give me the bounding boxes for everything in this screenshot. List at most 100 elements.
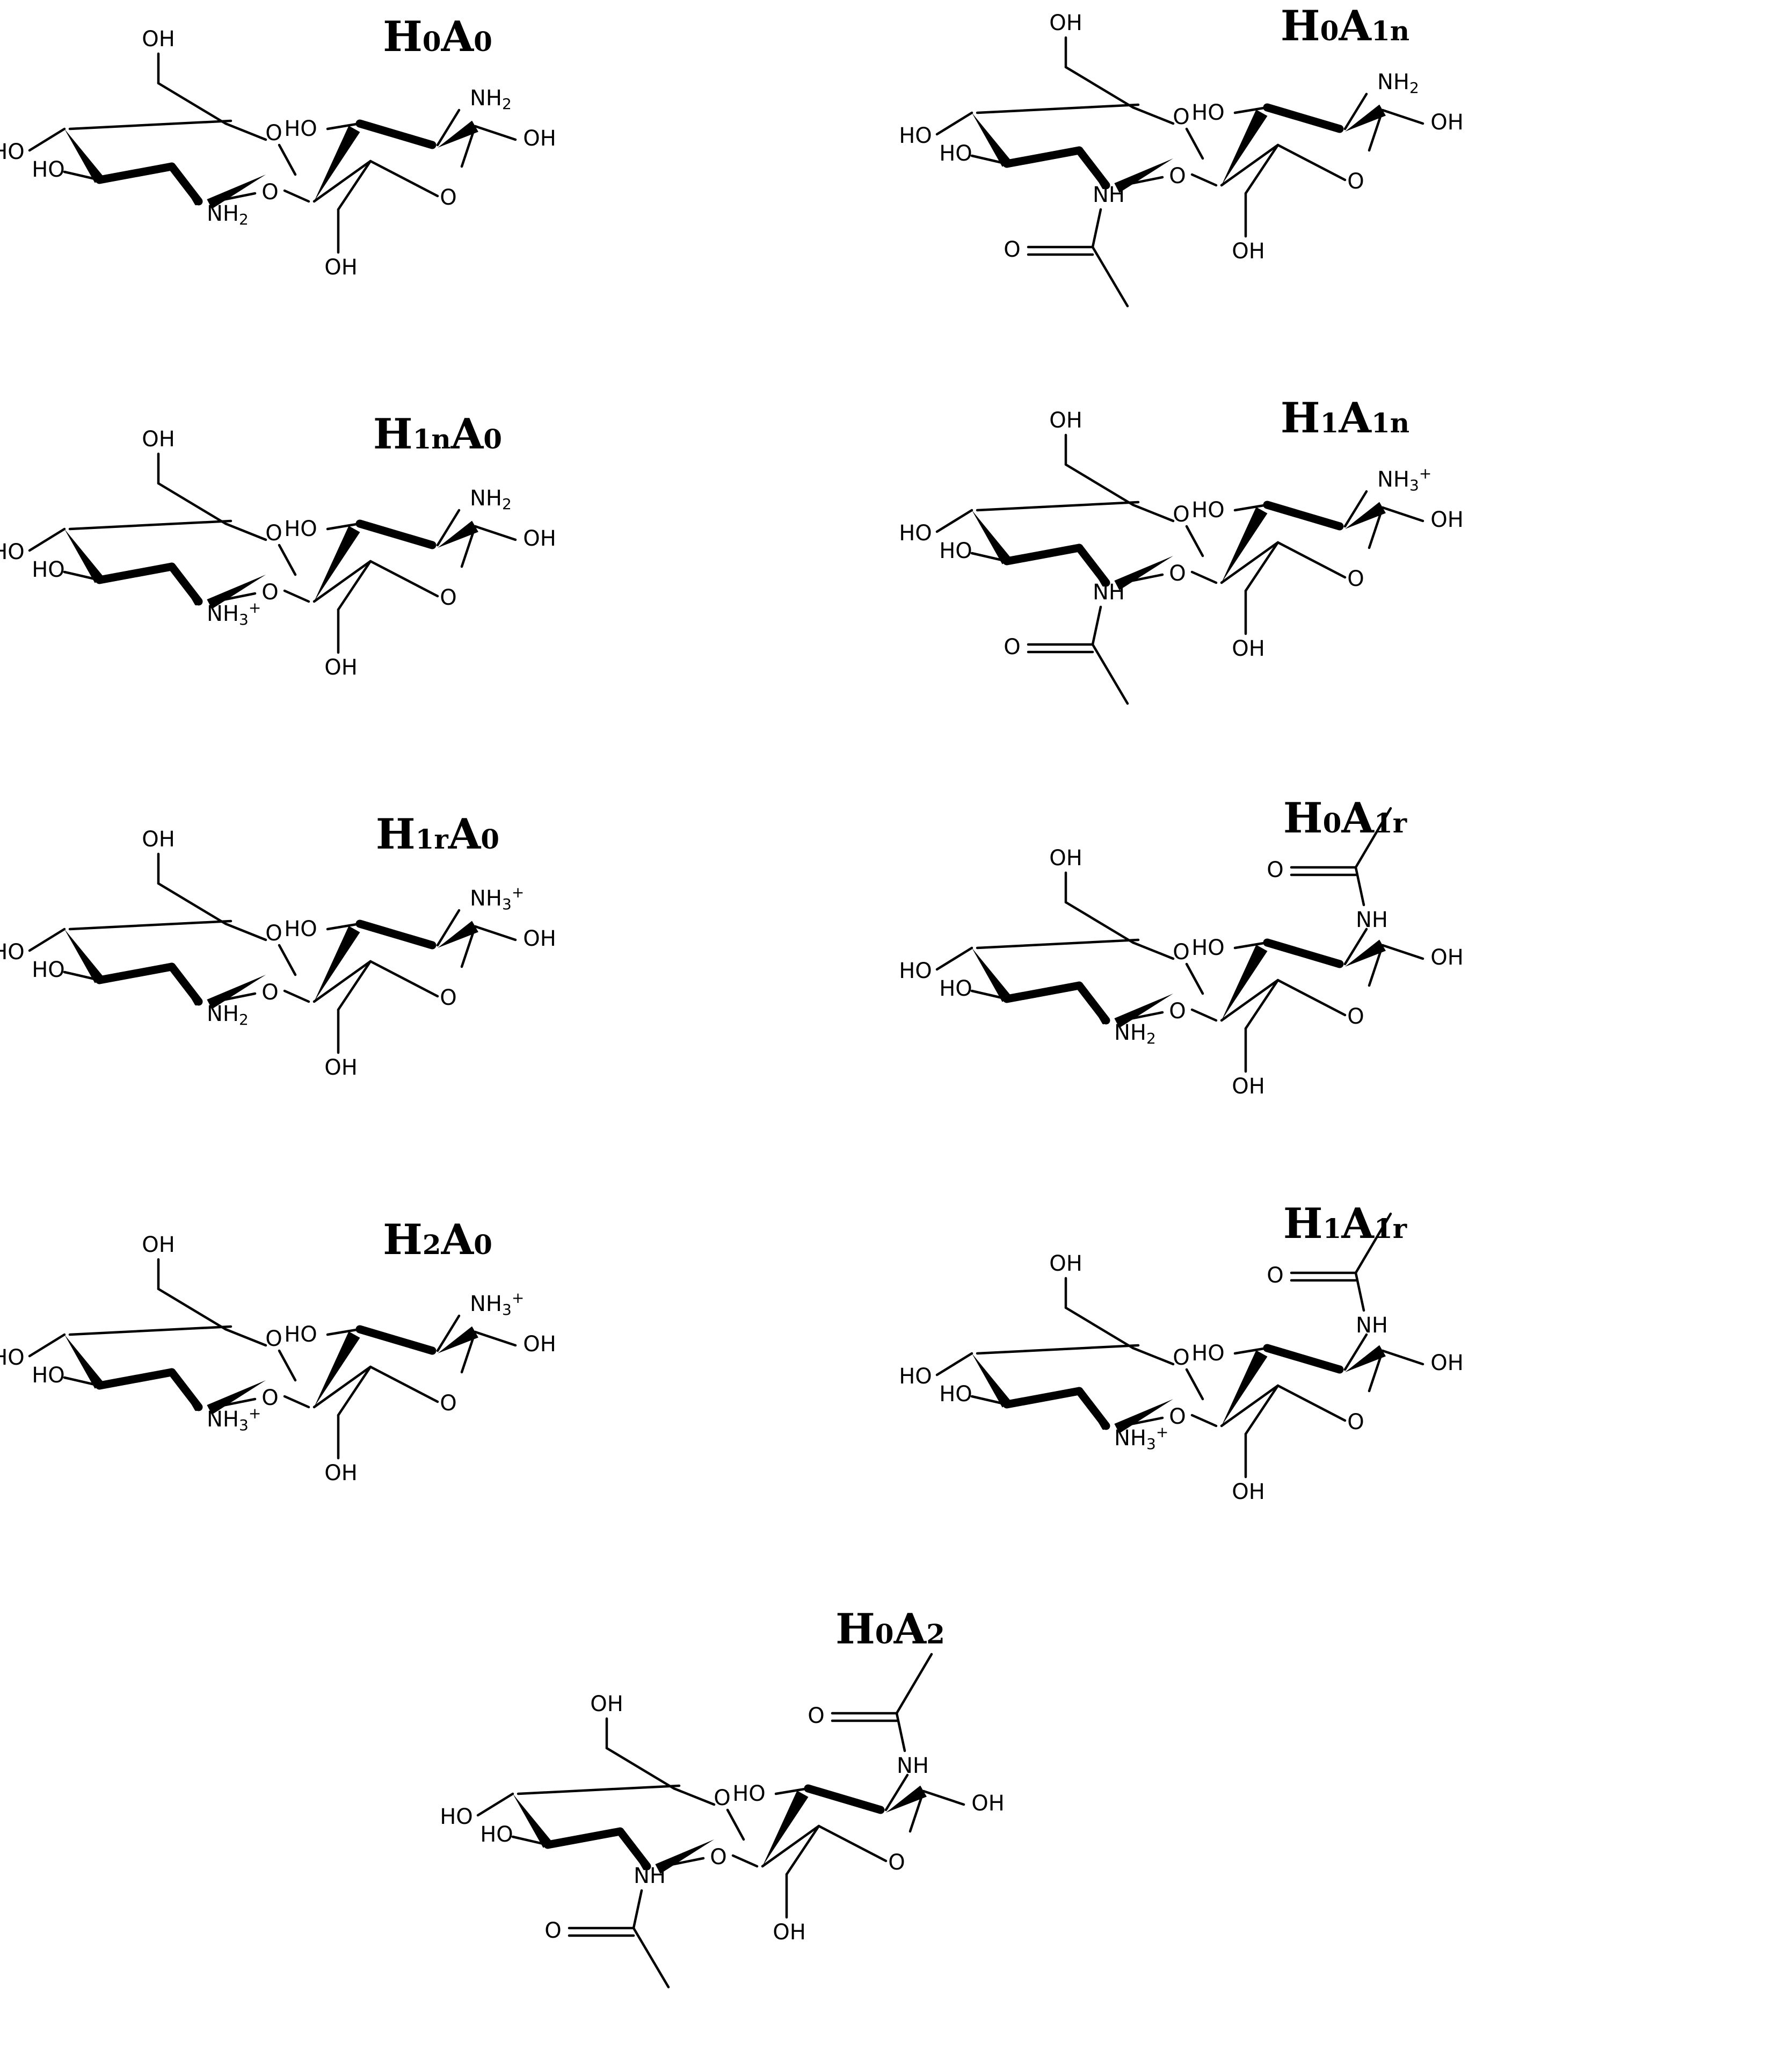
bond-line [970, 552, 1008, 563]
ring-oxygen-label-part: O [1173, 502, 1189, 527]
wedge-bond [314, 926, 360, 1002]
carbonyl-oxygen-label-part: O [1267, 858, 1283, 882]
hydroxyl-label-part: OH [1049, 846, 1082, 871]
bond-line [1121, 176, 1164, 187]
bond-line [28, 1333, 66, 1358]
structure-title: H1A1r [1283, 1199, 1407, 1248]
hydroxyl-label: OH [324, 1461, 358, 1486]
amine-label-part: 2 [239, 1011, 249, 1028]
bond-line [976, 1344, 1140, 1355]
amide-nh-label: NH [897, 1754, 929, 1778]
carbonyl-oxygen-label: O [544, 1918, 561, 1943]
bond-line [63, 570, 101, 582]
bridge-oxygen-label: O [1169, 1404, 1186, 1429]
bond-line [1091, 208, 1102, 249]
hydroxyl-label: HO [284, 117, 317, 141]
hydroxyl-label: HO [1191, 100, 1225, 125]
amine-label-part: + [1419, 465, 1431, 482]
bond-line [460, 925, 477, 968]
carbonyl-oxygen-label-part: O [1004, 237, 1020, 262]
hydroxyl-label-part: OH [142, 427, 175, 452]
bond-line [1083, 154, 1105, 190]
amine-label-part: NH [470, 1292, 502, 1316]
hydroxyl-label-part: HO [939, 141, 972, 166]
bond-line [1083, 989, 1105, 1025]
bond-line [213, 1397, 257, 1409]
hydroxyl-label-part: HO [0, 940, 25, 965]
amine-label-part: + [512, 1289, 524, 1307]
title-part: 1n [413, 423, 451, 455]
bridge-oxygen-label-part: O [261, 980, 278, 1005]
bold-bond [804, 1784, 885, 1814]
title-part: 0 [481, 823, 499, 855]
hydroxyl-label: HO [939, 141, 972, 166]
bold-bond [543, 1827, 624, 1849]
hydroxyl-label: HO [939, 976, 972, 1001]
bridge-oxygen-label: O [1169, 164, 1186, 189]
bond-line [1233, 941, 1269, 950]
hydroxyl-label: HO [32, 1363, 65, 1388]
ring-oxygen-label: O [440, 585, 456, 610]
bond-line [1276, 541, 1347, 579]
bond-line [63, 970, 101, 982]
amide-nh-label: NH [1093, 580, 1125, 605]
structure-title: H1nA0 [373, 410, 502, 459]
bond-line [935, 111, 973, 136]
bond-line [224, 1328, 267, 1347]
title-part: 1 [1320, 407, 1339, 439]
hydroxyl-label: OH [590, 1692, 623, 1716]
hydroxyl-label-part: HO [1191, 100, 1225, 125]
ring-oxygen-label: O [1347, 567, 1364, 591]
hydroxyl-label-part: OH [142, 27, 175, 52]
carbonyl-oxygen-label: O [1004, 635, 1020, 660]
ring-oxygen-label-part: O [265, 521, 282, 546]
bond-line [474, 125, 517, 141]
bond-line [68, 119, 232, 131]
bridge-oxygen-label-part: O [261, 1386, 278, 1410]
carbonyl-oxygen-label-part: O [808, 1704, 824, 1728]
wedge-bond [972, 1353, 1012, 1408]
ring-oxygen-label-part: O [265, 921, 282, 946]
bond-line [1190, 1008, 1218, 1022]
hydroxyl-label-part: HO [899, 1364, 932, 1389]
bond-line [1220, 143, 1280, 187]
bond-line [278, 944, 297, 976]
bond-line [283, 1395, 310, 1409]
bond-line [460, 1330, 477, 1374]
amine-label-part: NH [470, 886, 502, 911]
wedge-bond [438, 520, 478, 548]
hydroxyl-label-part: OH [1430, 945, 1464, 970]
amine-label-part: 2 [1146, 1030, 1156, 1047]
bond-line [785, 1824, 820, 1876]
hydroxyl-label-part: OH [324, 1461, 358, 1486]
bond-line [278, 143, 297, 176]
bridge-oxygen-label-part: O [1169, 1404, 1186, 1429]
hydroxyl-label: OH [1430, 1351, 1464, 1375]
bond-line [312, 160, 372, 203]
bond-line [213, 592, 257, 603]
bond-line [474, 525, 517, 541]
bond-line [28, 928, 66, 952]
hydroxyl-label-part: HO [939, 976, 972, 1001]
amide-nh-label-part: NH [1093, 183, 1125, 207]
bond-line [1220, 541, 1280, 584]
ring-oxygen-label: O [265, 1327, 282, 1351]
amine-label: NH3+ [470, 883, 524, 913]
ring-oxygen-label-part: O [714, 1786, 730, 1810]
amine-label-part: 2 [239, 211, 249, 228]
hydroxyl-label: OH [1430, 945, 1464, 970]
bond-line [1185, 525, 1204, 557]
structure-title: H0A2 [835, 1605, 945, 1654]
hydroxyl-label-part: HO [899, 521, 932, 546]
wedge-bond [1345, 502, 1386, 529]
amine-label-part: + [512, 883, 524, 901]
hydroxyl-label-part: HO [1191, 936, 1225, 960]
ring-oxygen-label-part: O [265, 1327, 282, 1351]
bond-line [337, 560, 372, 611]
bond-line [278, 1349, 297, 1382]
bond-line [1276, 1384, 1347, 1422]
bond-line [774, 1787, 810, 1795]
bond-line [1091, 643, 1129, 705]
